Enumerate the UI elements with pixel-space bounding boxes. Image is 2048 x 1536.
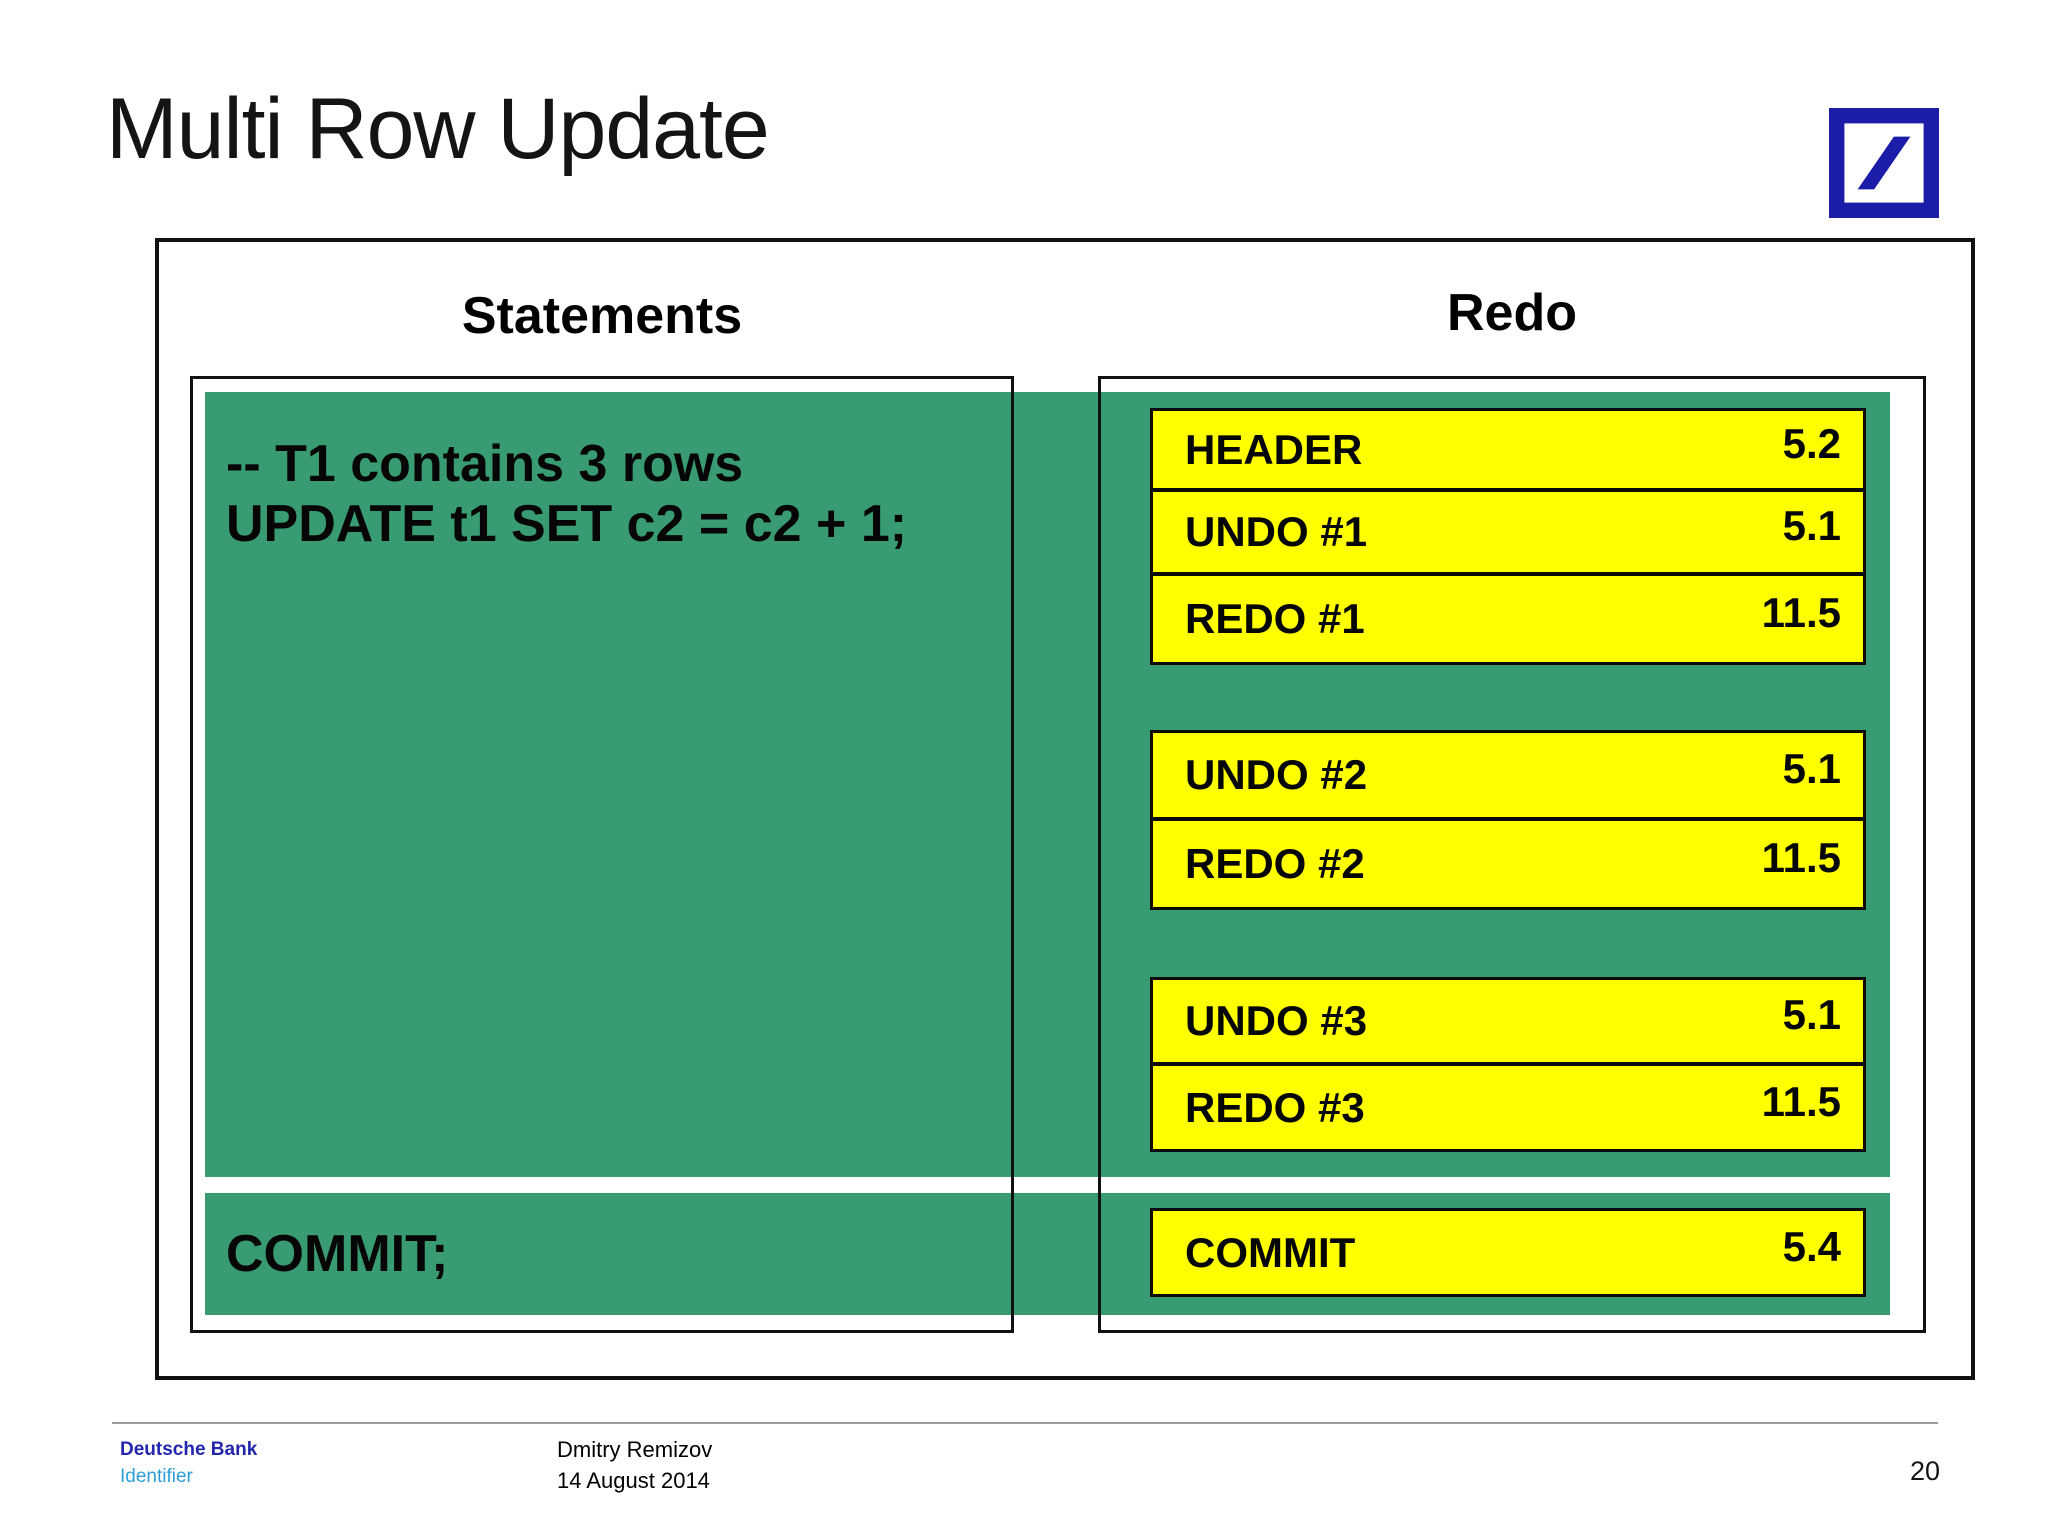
- redo-row-undo-1: UNDO #1 5.1: [1150, 489, 1866, 575]
- redo-row-redo-3: REDO #3 11.5: [1150, 1063, 1866, 1152]
- page-number: 20: [1909, 1456, 1940, 1486]
- redo-row-value: 5.2: [1782, 419, 1841, 467]
- redo-row-commit: COMMIT 5.4: [1150, 1208, 1866, 1297]
- redo-row-value: 11.5: [1761, 589, 1841, 636]
- redo-row-value: 5.4: [1782, 1222, 1841, 1270]
- redo-row-undo-3: UNDO #3 5.1: [1150, 977, 1866, 1065]
- footer-divider: [112, 1422, 1938, 1424]
- brand-name: Deutsche Bank: [120, 1439, 258, 1460]
- redo-row-value: 5.1: [1782, 502, 1841, 549]
- redo-column-header: Redo: [1447, 284, 1577, 342]
- redo-row-label: UNDO #1: [1185, 508, 1368, 555]
- redo-row-redo-1: REDO #1 11.5: [1150, 573, 1866, 665]
- statement-comment-line: -- T1 contains 3 rows: [226, 435, 744, 493]
- brand-identifier: Identifier: [120, 1466, 193, 1487]
- commit-statement: COMMIT;: [226, 1225, 449, 1283]
- redo-row-label: REDO #3: [1185, 1083, 1365, 1131]
- redo-row-label: COMMIT: [1185, 1228, 1356, 1276]
- slide-date: 14 August 2014: [557, 1468, 710, 1493]
- statement-block: -- T1 contains 3 rows UPDATE t1 SET c2 =…: [226, 434, 907, 554]
- redo-row-undo-2: UNDO #2 5.1: [1150, 730, 1866, 820]
- redo-frame: [1098, 376, 1926, 1333]
- redo-row-redo-2: REDO #2 11.5: [1150, 818, 1866, 910]
- redo-row-value: 11.5: [1761, 1077, 1841, 1125]
- footer-credit: Dmitry Remizov 14 August 2014: [557, 1434, 712, 1496]
- redo-row-label: REDO #1: [1185, 595, 1365, 642]
- redo-row-header: HEADER 5.2: [1150, 408, 1866, 491]
- redo-row-value: 11.5: [1761, 834, 1841, 881]
- statements-frame: [190, 376, 1014, 1333]
- redo-row-label: UNDO #2: [1185, 751, 1368, 798]
- author-name: Dmitry Remizov: [557, 1437, 713, 1462]
- redo-row-label: HEADER: [1185, 425, 1363, 473]
- redo-row-value: 5.1: [1782, 991, 1841, 1038]
- statement-update-line: UPDATE t1 SET c2 = c2 + 1;: [226, 495, 908, 553]
- redo-row-label: UNDO #3: [1185, 997, 1368, 1044]
- statements-column-header: Statements: [461, 287, 743, 345]
- redo-row-value: 5.1: [1782, 745, 1841, 792]
- redo-row-label: REDO #2: [1185, 840, 1365, 887]
- deutsche-bank-logo-icon: [1829, 108, 1939, 218]
- footer-brand: Deutsche Bank Identifier: [120, 1436, 257, 1490]
- slide-title: Multi Row Update: [106, 81, 770, 177]
- diagram-outer-frame: [155, 238, 1975, 1380]
